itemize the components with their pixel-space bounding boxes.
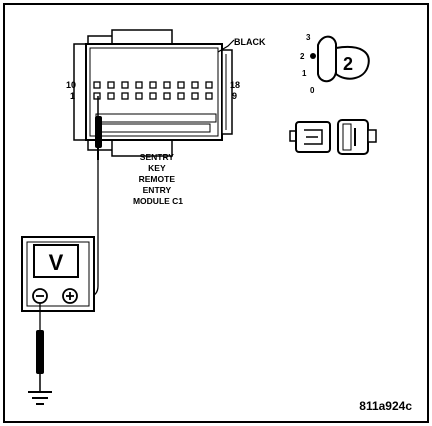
- ignition-pos-3: 3: [306, 33, 311, 42]
- frame-border: [3, 3, 429, 423]
- pin-label-18: 18: [230, 80, 240, 90]
- ignition-pos-0: 0: [310, 86, 315, 95]
- caption-line-4: ENTRY: [143, 185, 172, 195]
- caption-line-5: MODULE C1: [133, 196, 183, 206]
- voltmeter: V: [21, 236, 95, 312]
- color-callout-leader: [217, 39, 235, 53]
- ground-symbol: [28, 391, 52, 405]
- pin-cavity: [135, 81, 143, 89]
- pin-cavity: [163, 92, 171, 100]
- pin-cavity: [93, 92, 101, 100]
- pin-cavity: [121, 81, 129, 89]
- pin-cavity: [121, 92, 129, 100]
- pin-cavity: [135, 92, 143, 100]
- probe-back: [95, 96, 102, 160]
- meter-display: [33, 244, 79, 278]
- connector-disconnected-icon: [289, 119, 377, 155]
- pin-cavity: [93, 81, 101, 89]
- connector-c1: [73, 29, 233, 157]
- pin-row-bottom: [93, 92, 213, 100]
- pin-cavity: [191, 92, 199, 100]
- figure-id: 811a924c: [359, 399, 412, 413]
- pin-cavity: [191, 81, 199, 89]
- ignition-key-head: [317, 35, 337, 83]
- ignition-pointer-dot: [310, 53, 316, 59]
- pin-label-9: 9: [232, 91, 237, 101]
- caption-line-3: REMOTE: [139, 174, 176, 184]
- ignition-switch: 3 2 1 0 2: [300, 33, 370, 95]
- pin-cavity: [107, 81, 115, 89]
- pin-cavity: [149, 81, 157, 89]
- connector-caption: SENTRY KEY REMOTE ENTRY MODULE C1: [133, 152, 183, 206]
- pin-cavity: [149, 92, 157, 100]
- ignition-pos-2: 2: [300, 52, 305, 61]
- meter-unit-label: V: [49, 250, 64, 275]
- pin-cavity: [107, 92, 115, 100]
- pin-cavity: [177, 81, 185, 89]
- pin-cavity: [163, 81, 171, 89]
- pin-cavity: [205, 81, 213, 89]
- ground-probe: [36, 303, 44, 392]
- connector-color-label: BLACK: [234, 37, 266, 47]
- ignition-key-bow: [335, 46, 370, 80]
- pin-label-1: 1: [70, 91, 75, 101]
- pin-cavity: [177, 92, 185, 100]
- caption-line-1: SENTRY: [140, 152, 174, 162]
- pin-cavity: [205, 92, 213, 100]
- caption-line-2: KEY: [148, 163, 166, 173]
- ignition-active-position: 2: [343, 54, 353, 74]
- pin-row-top: [93, 81, 213, 89]
- ignition-pos-1: 1: [302, 69, 307, 78]
- pin-label-10: 10: [66, 80, 76, 90]
